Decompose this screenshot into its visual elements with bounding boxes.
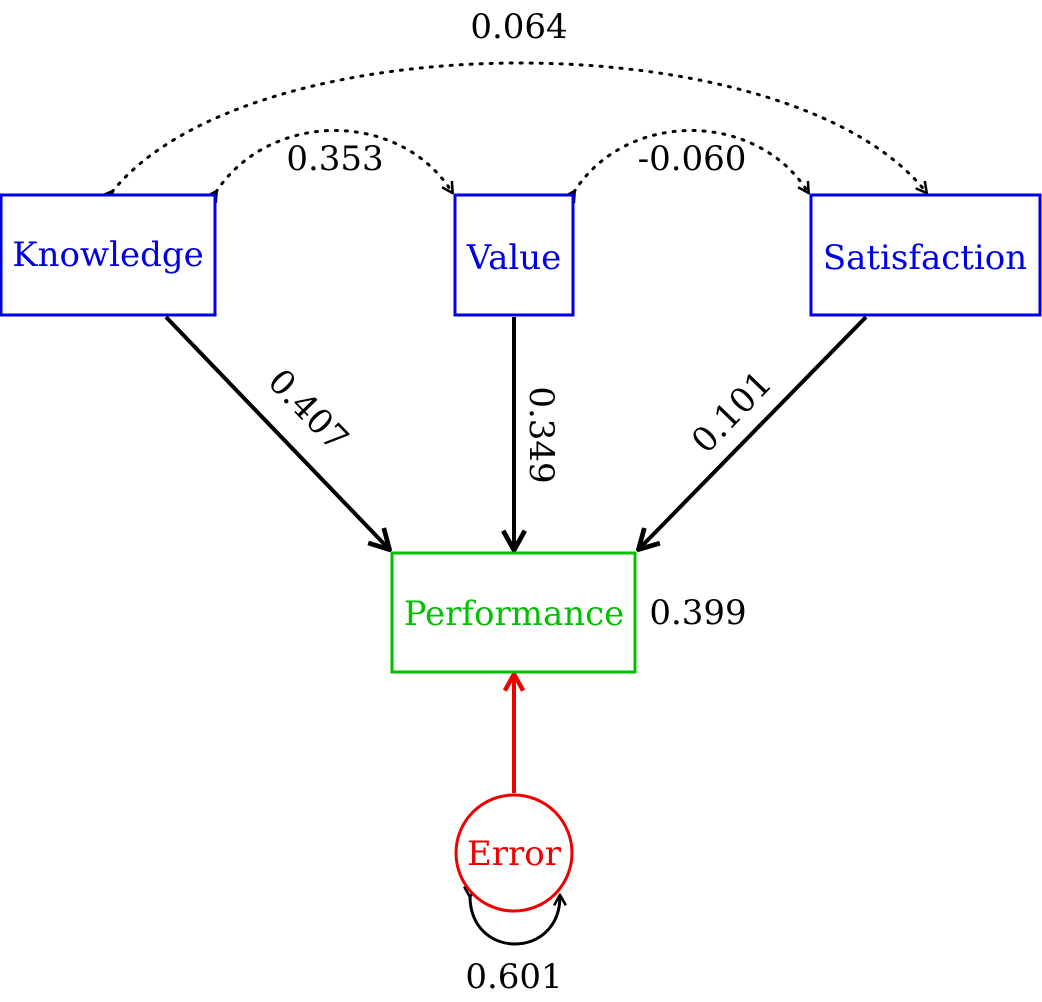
node-performance: Performance [390, 551, 637, 674]
cov-knowledge-satisfaction-curve [112, 61, 926, 192]
node-performance-label: Performance [404, 594, 625, 634]
path-satisfaction-performance-label: 0.101 [684, 363, 780, 461]
error-variance-loop [470, 896, 560, 946]
node-knowledge: Knowledge [0, 193, 217, 317]
node-satisfaction-label: Satisfaction [823, 238, 1027, 278]
node-value-label: Value [466, 238, 562, 278]
path-value-performance-label: 0.349 [521, 386, 561, 483]
node-error-label: Error [467, 834, 562, 874]
path-knowledge-performance [164, 315, 388, 548]
node-error: Error [454, 793, 574, 913]
node-value: Value [453, 193, 575, 317]
cov-knowledge-value-curve [216, 129, 452, 193]
path-satisfaction-performance [640, 315, 868, 548]
cov-value-satisfaction-label: -0.060 [638, 139, 747, 179]
path-knowledge-performance-label: 0.407 [260, 361, 356, 459]
node-satisfaction: Satisfaction [809, 193, 1042, 317]
performance-r2-label: 0.399 [649, 593, 746, 633]
cov-knowledge-value-label: 0.353 [286, 139, 383, 179]
cov-value-satisfaction-curve [574, 129, 808, 193]
cov-knowledge-satisfaction-label: 0.064 [470, 7, 567, 47]
node-knowledge-label: Knowledge [12, 235, 204, 275]
error-variance-label: 0.601 [465, 957, 562, 997]
